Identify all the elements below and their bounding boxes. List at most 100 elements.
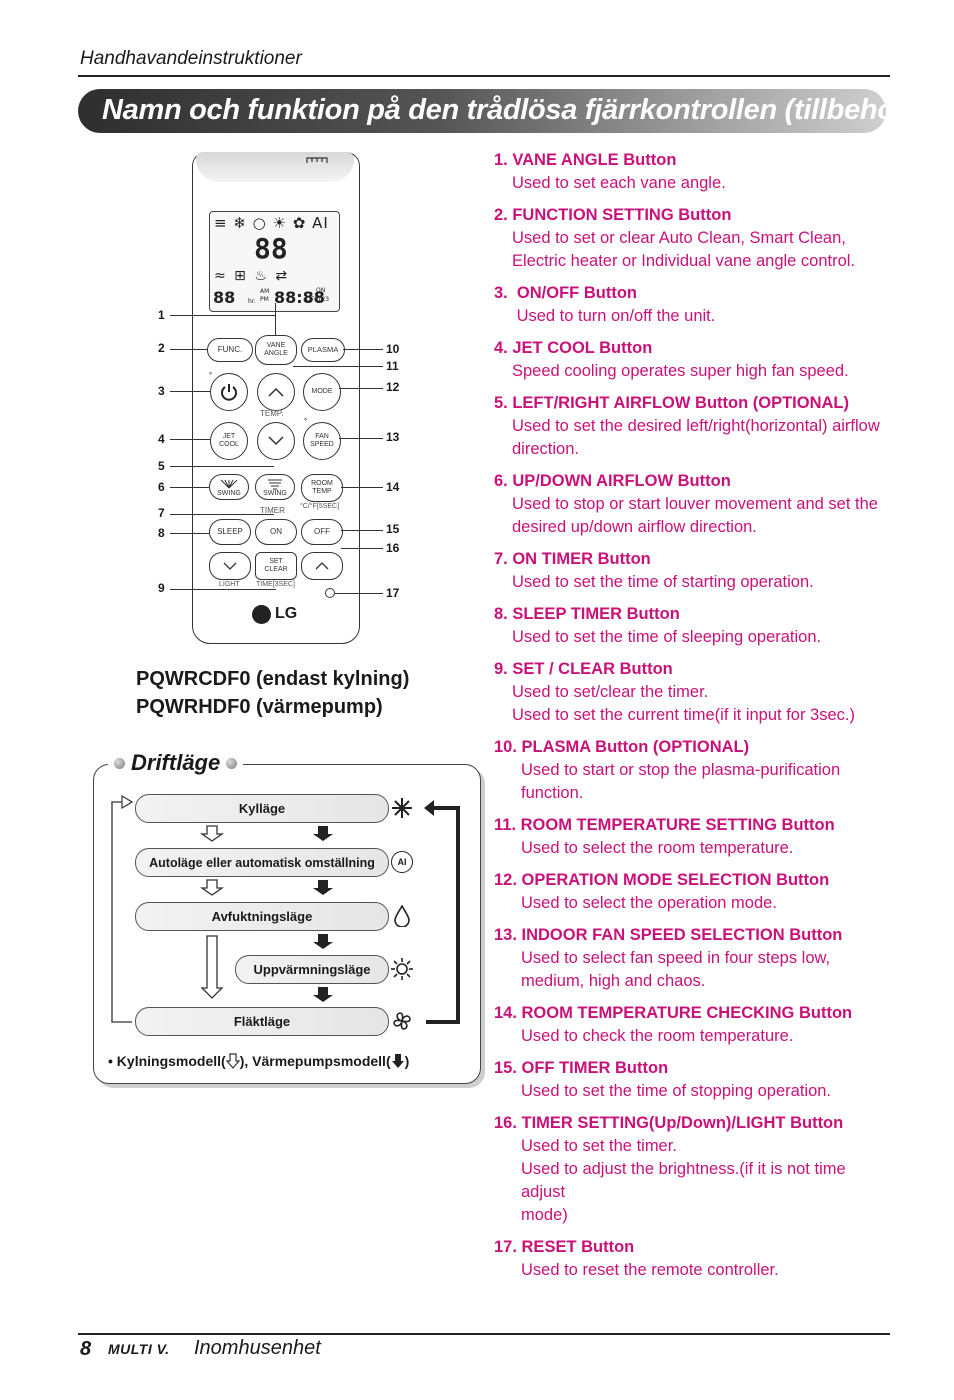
fan-speed-label-2: SPEED: [310, 441, 334, 448]
swing-lr-label: SWING: [217, 490, 241, 497]
callout-14: 14: [386, 480, 400, 494]
hollow-arrow-icon: [225, 1053, 240, 1069]
set-clear-button[interactable]: SET CLEAR: [255, 552, 297, 580]
timer-up-button[interactable]: [301, 552, 343, 580]
item-title: 10. PLASMA Button (OPTIONAL): [494, 738, 750, 756]
light-label: LIGHT: [219, 581, 240, 588]
item-line: Used to set each vane angle.: [512, 174, 726, 192]
list-item: 11. ROOM TEMPERATURE SETTING Button Used…: [494, 814, 894, 860]
lcd-clock-digits: 88:88: [274, 288, 325, 307]
mode-heating: Uppvärmningsläge: [235, 955, 389, 984]
item-title: 6. UP/DOWN AIRFLOW Button: [494, 472, 731, 490]
airflow-horizontal-icon: [220, 479, 238, 489]
legend-suffix: ): [404, 1053, 410, 1069]
callout-7: 7: [158, 506, 165, 520]
callout-5: 5: [158, 459, 165, 473]
list-item: 13. INDOOR FAN SPEED SELECTION Button Us…: [494, 924, 894, 993]
page-title: Namn och funktion på den trådlösa fjärrk…: [102, 94, 916, 126]
callout-1-line: [170, 315, 276, 316]
callout-1: 1: [158, 308, 165, 322]
item-title: 8. SLEEP TIMER Button: [494, 605, 680, 623]
callout-17: 17: [386, 586, 400, 600]
item-line: Used to set the current time(if it input…: [512, 706, 855, 724]
timer-down-button[interactable]: [209, 552, 251, 580]
item-line: Used to set the time of sleeping operati…: [512, 628, 822, 646]
item-line: Used to set the timer.: [521, 1137, 677, 1155]
item-line: medium, high and chaos.: [521, 972, 706, 990]
list-item: 2. FUNCTION SETTING Button Used to set o…: [494, 204, 894, 273]
item-line: Used to set or clear Auto Clean, Smart C…: [512, 229, 846, 247]
item-title: 1. VANE ANGLE Button: [494, 151, 677, 169]
item-line: function.: [521, 784, 584, 802]
item-title: 9. SET / CLEAR Button: [494, 660, 673, 678]
callout-7-line: [170, 514, 274, 515]
mode-dehumidify: Avfuktningsläge: [135, 902, 389, 931]
time-3sec-label: TIME[3SEC]: [256, 581, 295, 588]
callout-4: 4: [158, 432, 165, 446]
mode-button[interactable]: MODE: [303, 373, 341, 411]
callout-15: 15: [386, 522, 400, 536]
off-timer-button[interactable]: OFF: [301, 519, 343, 545]
callout-3: 3: [158, 384, 165, 398]
item-title: 11. ROOM TEMPERATURE SETTING Button: [494, 816, 835, 834]
item-title: 12. OPERATION MODE SELECTION Button: [494, 871, 830, 889]
item-title: 2. FUNCTION SETTING Button: [494, 206, 732, 224]
item-line: Electric heater or Individual vane angle…: [512, 252, 856, 270]
item-line: Speed cooling operates super high fan sp…: [512, 362, 849, 380]
callout-10: 10: [386, 342, 400, 356]
list-item: 4. JET COOL Button Speed cooling operate…: [494, 337, 894, 383]
sleep-button[interactable]: SLEEP: [209, 519, 251, 545]
item-line: Used to set the time of starting operati…: [512, 573, 814, 591]
chevron-up-icon: [268, 387, 284, 397]
room-temp-button[interactable]: ROOM TEMP: [301, 474, 343, 502]
mode-flow-arrows: [111, 794, 460, 1024]
chevron-up-icon: [315, 562, 329, 570]
lcd-hr-label: hr.: [248, 298, 256, 305]
jet-cool-button[interactable]: JET COOL: [210, 422, 248, 460]
callout-11: 11: [386, 359, 399, 373]
lcd-off-label: OFF123: [306, 296, 330, 303]
callout-4-line: [170, 439, 210, 440]
room-temp-label-1: ROOM: [311, 480, 333, 487]
swing-up-down-button[interactable]: SWING: [255, 474, 295, 500]
mode-cooling: Kylläge: [135, 794, 389, 823]
fan-speed-button[interactable]: FAN SPEED: [303, 422, 341, 460]
callout-12-line: [339, 388, 383, 389]
callout-11-line: [293, 366, 383, 367]
swing-left-right-button[interactable]: SWING: [209, 474, 249, 500]
plasma-button[interactable]: PLASMA: [301, 338, 345, 362]
water-drop-icon: [384, 902, 420, 929]
callout-13-line: [339, 438, 383, 439]
item-title: 3. ON/OFF Button: [494, 284, 637, 302]
on-timer-button[interactable]: ON: [255, 519, 297, 545]
reset-button[interactable]: [325, 588, 335, 598]
fan-indicator-dot: °: [304, 417, 308, 426]
item-title: 5. LEFT/RIGHT AIRFLOW Button (OPTIONAL): [494, 394, 849, 412]
page-number: 8: [80, 1338, 92, 1360]
mode-fan: Fläktläge: [135, 1007, 389, 1036]
callout-1-line-vertical: [275, 303, 276, 336]
temp-down-button[interactable]: [257, 422, 295, 460]
list-item: 9. SET / CLEAR Button Used to set/clear …: [494, 658, 894, 727]
room-temp-label-2: TEMP: [312, 488, 332, 495]
clear-label: CLEAR: [264, 566, 288, 573]
lcd-pm-label: PM: [260, 296, 269, 303]
list-item: 7. ON TIMER Button Used to set the time …: [494, 548, 894, 594]
vane-angle-button[interactable]: VANE ANGLE: [255, 335, 297, 365]
set-label: SET: [269, 558, 283, 565]
func-button[interactable]: FUNC.: [207, 338, 253, 362]
list-item: 16. TIMER SETTING(Up/Down)/LIGHT Button …: [494, 1112, 894, 1227]
power-button[interactable]: [210, 373, 248, 411]
item-line: Used to select the operation mode.: [521, 894, 777, 912]
brand-logo: MULTI V.: [108, 1341, 170, 1357]
callout-17-line: [335, 593, 383, 594]
item-line: Used to set the time of stopping operati…: [521, 1082, 832, 1100]
item-line: mode): [521, 1206, 568, 1224]
callout-5-line: [170, 466, 274, 467]
callout-2: 2: [158, 341, 165, 355]
list-item: 10. PLASMA Button (OPTIONAL) Used to sta…: [494, 736, 894, 805]
list-item: 1. VANE ANGLE Button Used to set each va…: [494, 149, 894, 195]
list-item: 5. LEFT/RIGHT AIRFLOW Button (OPTIONAL) …: [494, 392, 894, 461]
temp-up-button[interactable]: [257, 373, 295, 411]
lcd-mode-icons: ≡ ❄ ○ ☀ ✿ AI: [214, 214, 329, 232]
